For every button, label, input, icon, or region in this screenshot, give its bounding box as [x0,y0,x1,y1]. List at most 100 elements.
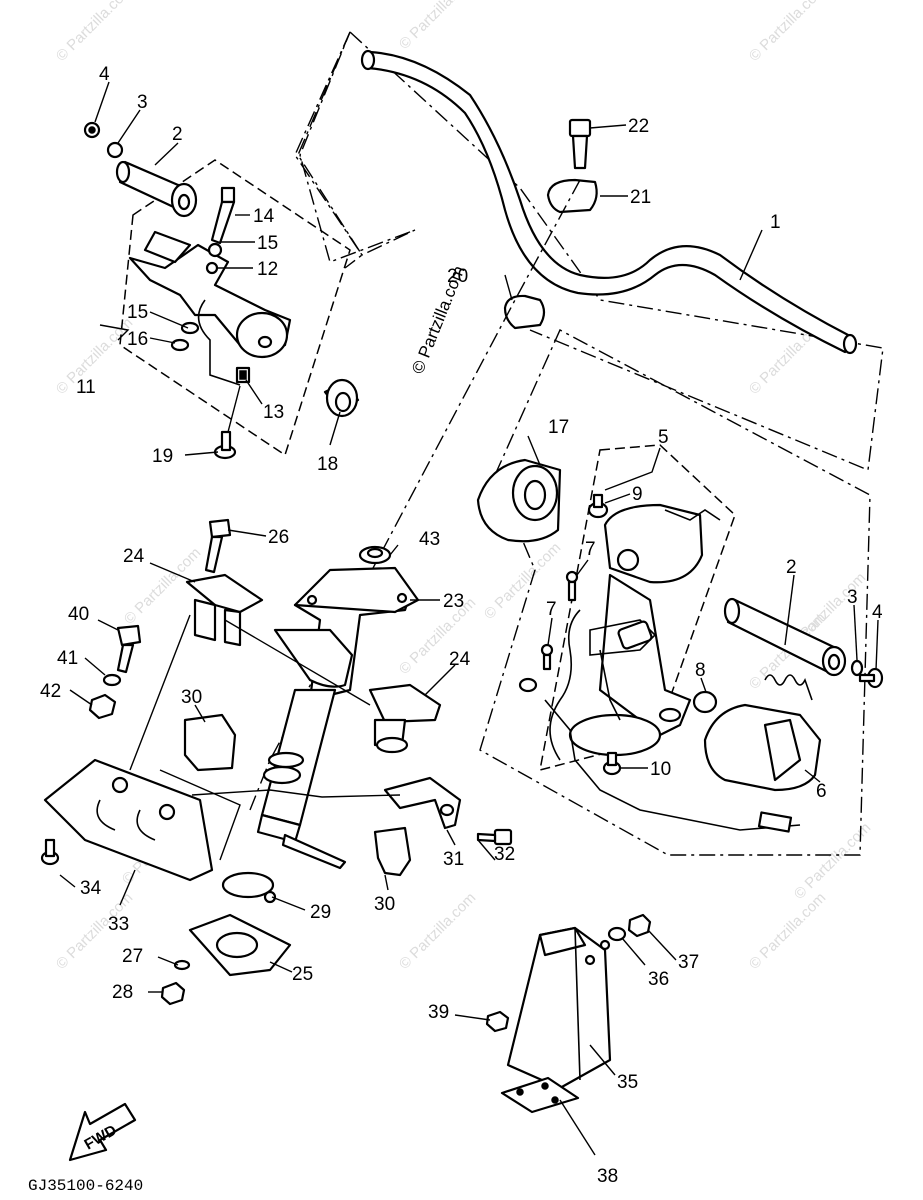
cover-plate-33 [43,758,214,882]
plate-link-line [191,789,401,798]
switch-assembly-boundary [539,444,736,772]
grip-boundary [479,329,871,856]
holder-31 [383,776,462,830]
throttle-housing [128,230,292,386]
callout-13: 13 [263,402,284,423]
watermark: © Partzilla.com [746,889,829,972]
throttle-assembly-boundary [119,159,351,457]
callout-labels: 4 3 2 14 15 12 15 16 11 13 18 19 20 21 2… [40,64,883,1187]
callout-24: 24 [449,649,471,670]
watermark: © Partzilla.com [396,889,479,972]
clip-16 [170,338,190,352]
callout-27: 27 [122,946,143,967]
callout-4: 4 [99,64,110,85]
callout-3: 3 [847,587,858,608]
callout-34: 34 [80,878,102,899]
end-bolt-4b [858,667,884,689]
band-29 [221,871,277,904]
watermark: © Partzilla.com [396,0,479,53]
switch-wiring [544,509,801,833]
callout-17: 17 [548,417,569,438]
nut-28 [160,981,186,1006]
callout-14: 14 [253,206,275,227]
callout-24: 24 [123,546,145,567]
coil-spring [764,674,813,701]
callout-22: 22 [628,116,649,137]
leader-lines [59,81,879,1156]
throttle-grip [115,160,198,218]
callout-18: 18 [317,454,338,475]
bolt-32 [476,828,513,846]
grip-holder-17 [476,458,562,543]
callout-36: 36 [648,969,669,990]
callout-16: 16 [127,329,148,350]
callout-10: 10 [650,759,671,780]
washer-3b [850,659,864,677]
callout-23: 23 [443,591,464,612]
callout-31: 31 [443,849,464,870]
spring-12 [205,261,219,275]
steering-plate-23 [293,566,420,614]
watermark: © Partzilla.com [53,0,136,65]
grip-end-washer [106,141,124,159]
callout-30: 30 [181,687,202,708]
bracket-24b [368,683,442,754]
adjust-screw-13 [235,366,251,384]
callout-26: 26 [268,527,289,548]
bolt-26 [204,518,232,574]
callout-21: 21 [630,187,651,208]
callout-15: 15 [257,233,278,254]
gasket-plate-25 [188,913,292,977]
kill-switch-6 [703,703,822,792]
callout-43: 43 [419,529,440,550]
column-link-line [224,619,371,706]
callout-38: 38 [597,1166,618,1187]
screw-7b [540,643,554,671]
washer-27 [173,959,191,971]
screw-34 [40,838,60,866]
spring-8 [692,690,718,714]
right-grip-2 [723,597,847,677]
plate-38 [500,1076,580,1114]
callout-7: 7 [546,599,557,620]
lower-clamp-20 [503,294,546,330]
switch-housing [568,503,704,757]
watermark: © Partzilla.com [791,819,874,902]
callout-4: 4 [872,602,883,623]
washer-15b [180,321,200,335]
callout-35: 35 [617,1072,638,1093]
callout-28: 28 [112,982,133,1003]
callout-2: 2 [786,557,797,578]
bushing-30a [183,713,237,772]
callout-30: 30 [374,894,395,915]
washer-41 [102,673,122,687]
screw-7a [565,570,579,602]
callout-40: 40 [68,604,89,625]
nut-42 [88,693,117,720]
diagram-code: GJ35100-6240 [28,1177,143,1195]
bushing-43 [358,545,392,565]
callout-37: 37 [678,952,699,973]
bushing-30b [373,826,412,877]
callout-20: 20 [447,266,468,287]
spacer-18 [323,378,360,418]
callout-39: 39 [428,1002,449,1023]
upper-clamp-21 [546,178,598,214]
callout-5: 5 [658,427,669,448]
grip-end-bolt [83,121,101,139]
callout-7: 7 [585,539,596,560]
guide-line-a [129,614,191,771]
throttle-pivot-bolt [210,186,236,245]
screw-19 [213,430,237,460]
washer-15a [207,242,223,258]
screw-10 [602,751,622,776]
callout-25: 25 [292,964,313,985]
bracket-35 [506,926,612,1090]
ring-terminal [518,677,538,693]
watermark: © Partzilla.com [746,0,829,65]
callout-6: 6 [816,781,827,802]
callout-19: 19 [152,446,173,467]
callout-33: 33 [108,914,129,935]
guide-line-b [159,769,241,861]
